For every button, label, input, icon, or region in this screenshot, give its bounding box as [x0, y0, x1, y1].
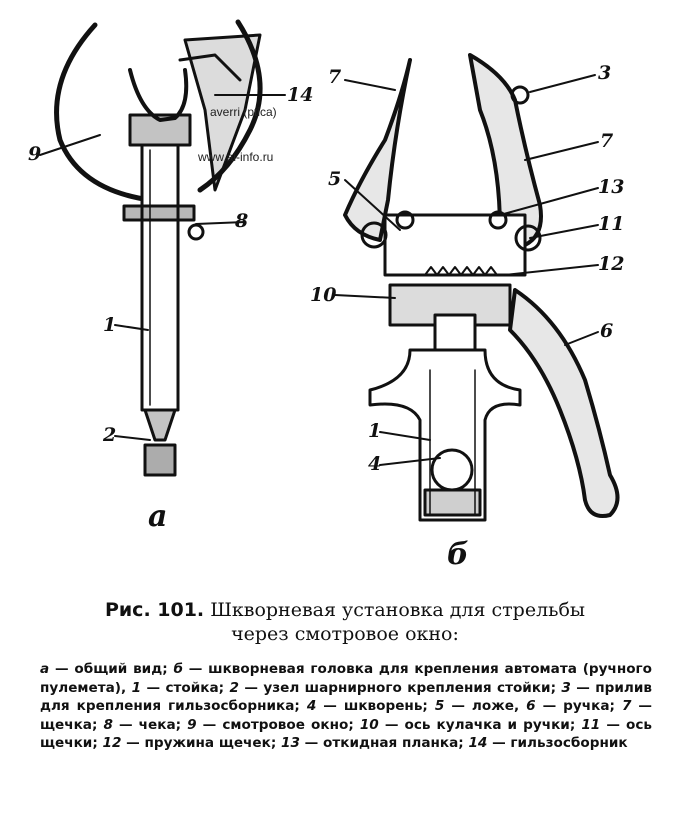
legend-text: — щечка;	[40, 698, 652, 733]
callout-10: 10	[310, 284, 337, 306]
window-arc	[54, 22, 153, 203]
legend-text: — чека;	[112, 716, 188, 733]
legend-key: 7	[621, 698, 632, 715]
subfigure-label-b: б	[447, 537, 469, 572]
legend-key: 9	[187, 716, 197, 733]
legend-key: 4	[306, 698, 317, 715]
callout-1-b: 1	[368, 420, 382, 442]
caption-line-2: через смотровое окно:	[231, 623, 459, 645]
legend-text: — ось кулачка и ручки;	[378, 716, 582, 733]
legend-text: — ось щечки;	[40, 716, 652, 752]
callout-3: 3	[598, 62, 612, 84]
legend-key: 13	[281, 735, 300, 752]
legend-text: — шкворень;	[316, 698, 435, 715]
callout-7-right: 7	[600, 130, 614, 152]
figure-area: averri (ptica) www.ai-info.ru 9 14 8 1 2…	[28, 19, 625, 572]
subfigure-label-a: а	[148, 499, 168, 534]
legend-text: — гильзосборник	[487, 735, 628, 752]
legend-key: 10	[359, 716, 379, 733]
caption-line-1: Рис. 101. Шкворневая установка для стрел…	[40, 598, 650, 622]
callout-5: 5	[328, 168, 342, 190]
callout-11: 11	[598, 213, 625, 235]
callout-8: 8	[235, 210, 249, 232]
callout-4: 4	[368, 453, 382, 475]
legend-key: 2	[229, 679, 239, 696]
callout-6: 6	[600, 320, 614, 342]
legend-key: 5	[434, 698, 445, 715]
post	[140, 143, 180, 412]
callout-14: 14	[287, 84, 314, 106]
caption-title-line1: Шкворневая установка для стрельбы	[210, 599, 586, 621]
legend-text: — узел шарнирного крепления стойки;	[238, 679, 562, 696]
legend-key: 3	[561, 679, 571, 696]
legend-text: — пружина щечек;	[121, 735, 282, 752]
legend-key: 6	[526, 698, 536, 715]
legend-text: — смотровое окно;	[196, 716, 360, 733]
legend-key: 12	[102, 735, 122, 752]
callout-9: 9	[28, 143, 42, 165]
legend-text: — ложе,	[444, 698, 527, 715]
callout-12: 12	[598, 253, 625, 275]
legend-key: 11	[581, 716, 601, 733]
legend-key: 1	[131, 679, 142, 696]
legend-key: 14	[468, 735, 488, 752]
watermark-text: averri (ptica)	[210, 105, 277, 119]
callout-2: 2	[103, 424, 117, 446]
callout-1: 1	[103, 314, 117, 336]
callout-13: 13	[598, 176, 625, 198]
watermark-url: www.ai-info.ru	[198, 150, 274, 164]
legend-text: — общий вид;	[49, 661, 174, 677]
technical-drawing	[39, 19, 620, 522]
window-arc-right	[197, 19, 263, 193]
caption-legend: а — общий вид; б — шкворневая головка дл…	[40, 660, 652, 753]
shell-collector	[183, 33, 262, 192]
legend-key: 8	[103, 716, 113, 733]
legend-key: б	[173, 661, 183, 677]
legend-text: — ручка;	[535, 698, 622, 715]
legend-key: а	[40, 661, 50, 677]
legend-text: — шкворневая головка для крепления автом…	[40, 661, 652, 696]
legend-text: — прилив для крепления гильзосборника;	[40, 679, 652, 715]
caption-prefix: Рис. 101.	[104, 599, 205, 621]
legend-text: — откидная планка;	[299, 735, 469, 752]
callout-7-left: 7	[328, 66, 342, 88]
figure-caption: Рис. 101. Шкворневая установка для стрел…	[40, 598, 650, 646]
legend-text: — стойка;	[141, 679, 230, 696]
